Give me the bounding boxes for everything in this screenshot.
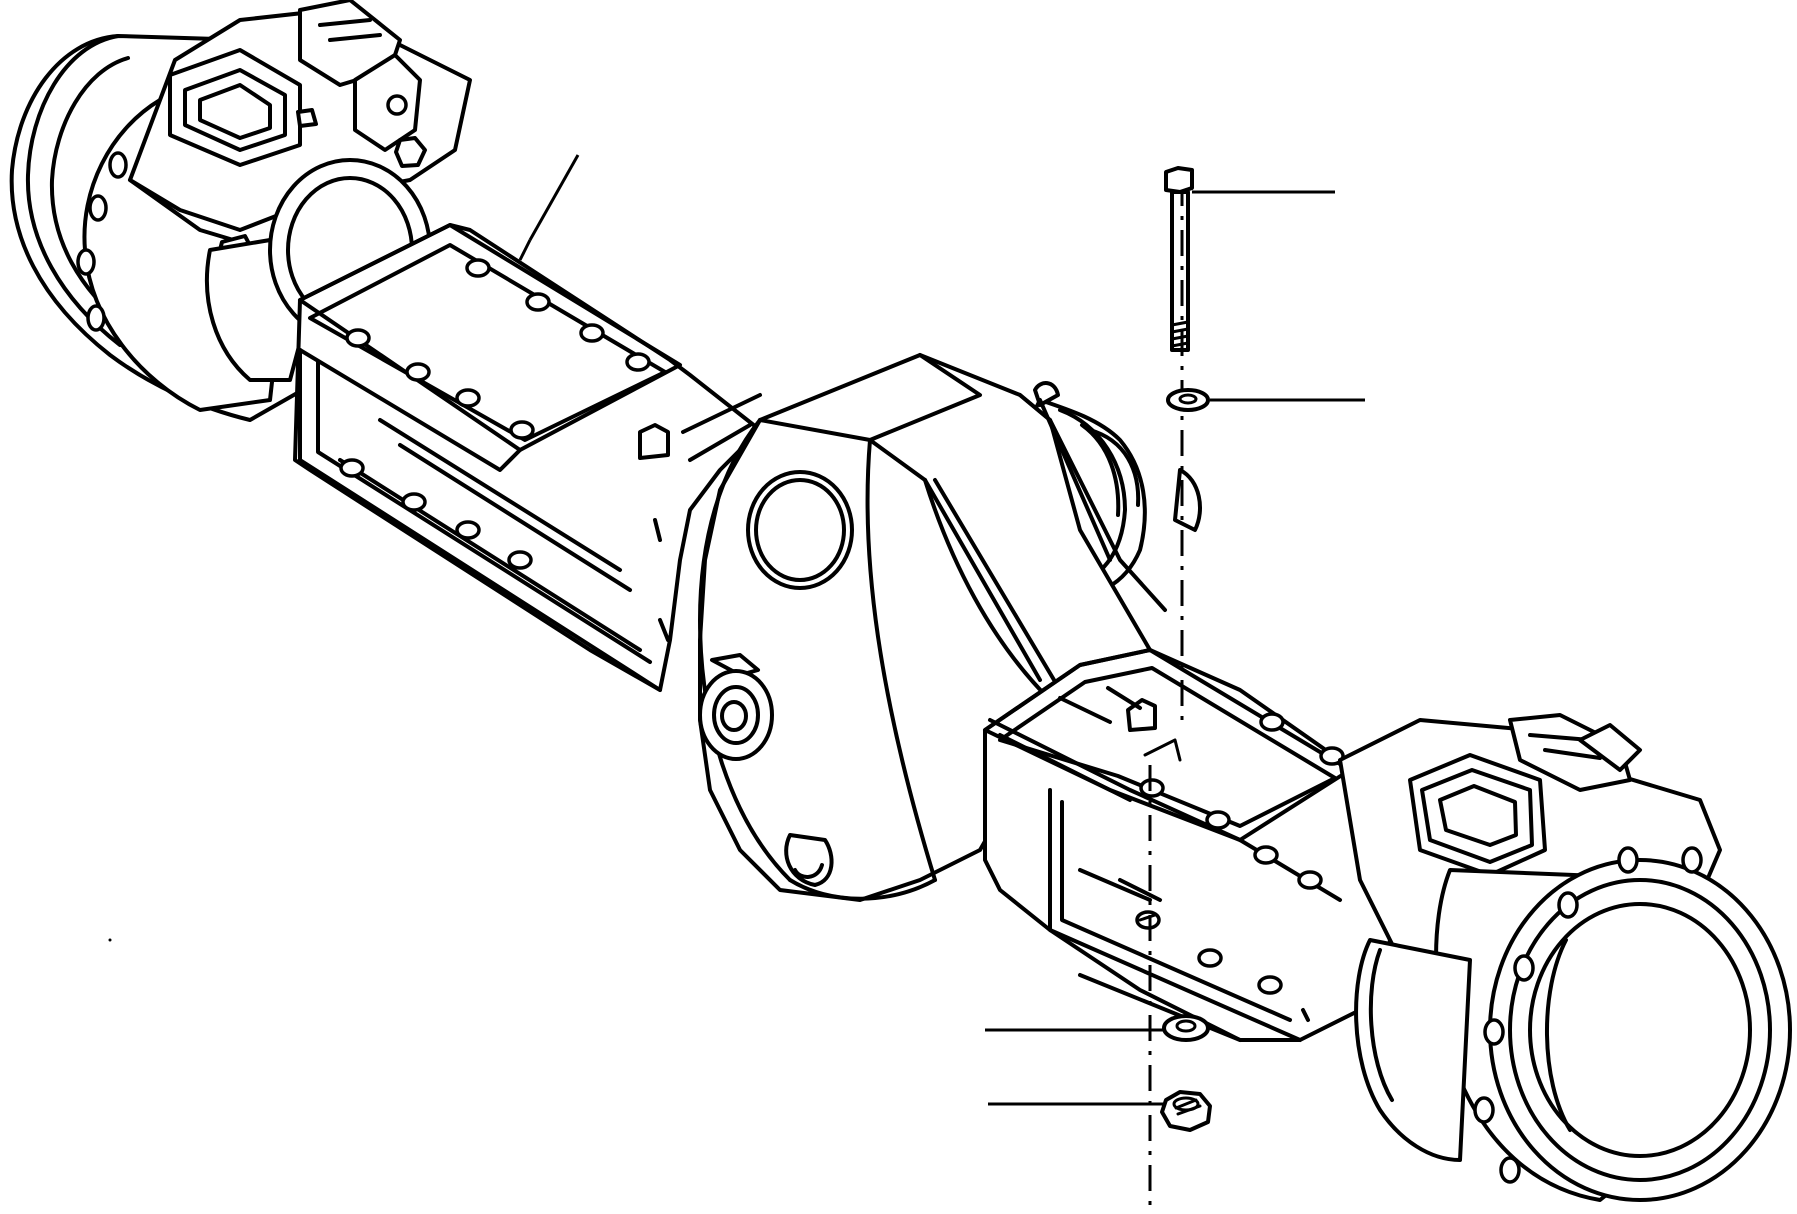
left-wheel-hub bbox=[9, 0, 472, 422]
right-wheel-hub bbox=[1338, 713, 1792, 1202]
leader-axle-housing bbox=[528, 154, 580, 241]
bolt bbox=[1164, 166, 1194, 352]
nut bbox=[1160, 1090, 1212, 1132]
differential-housing bbox=[698, 353, 1202, 902]
mounting-fasteners bbox=[1138, 166, 1212, 1214]
speck bbox=[108, 938, 112, 942]
left-axle-arm bbox=[293, 223, 762, 692]
upper-washer bbox=[1166, 388, 1210, 412]
right-axle-arm bbox=[983, 648, 1402, 1042]
lower-washer bbox=[1162, 1014, 1210, 1042]
callout-leaders bbox=[518, 154, 1365, 1106]
